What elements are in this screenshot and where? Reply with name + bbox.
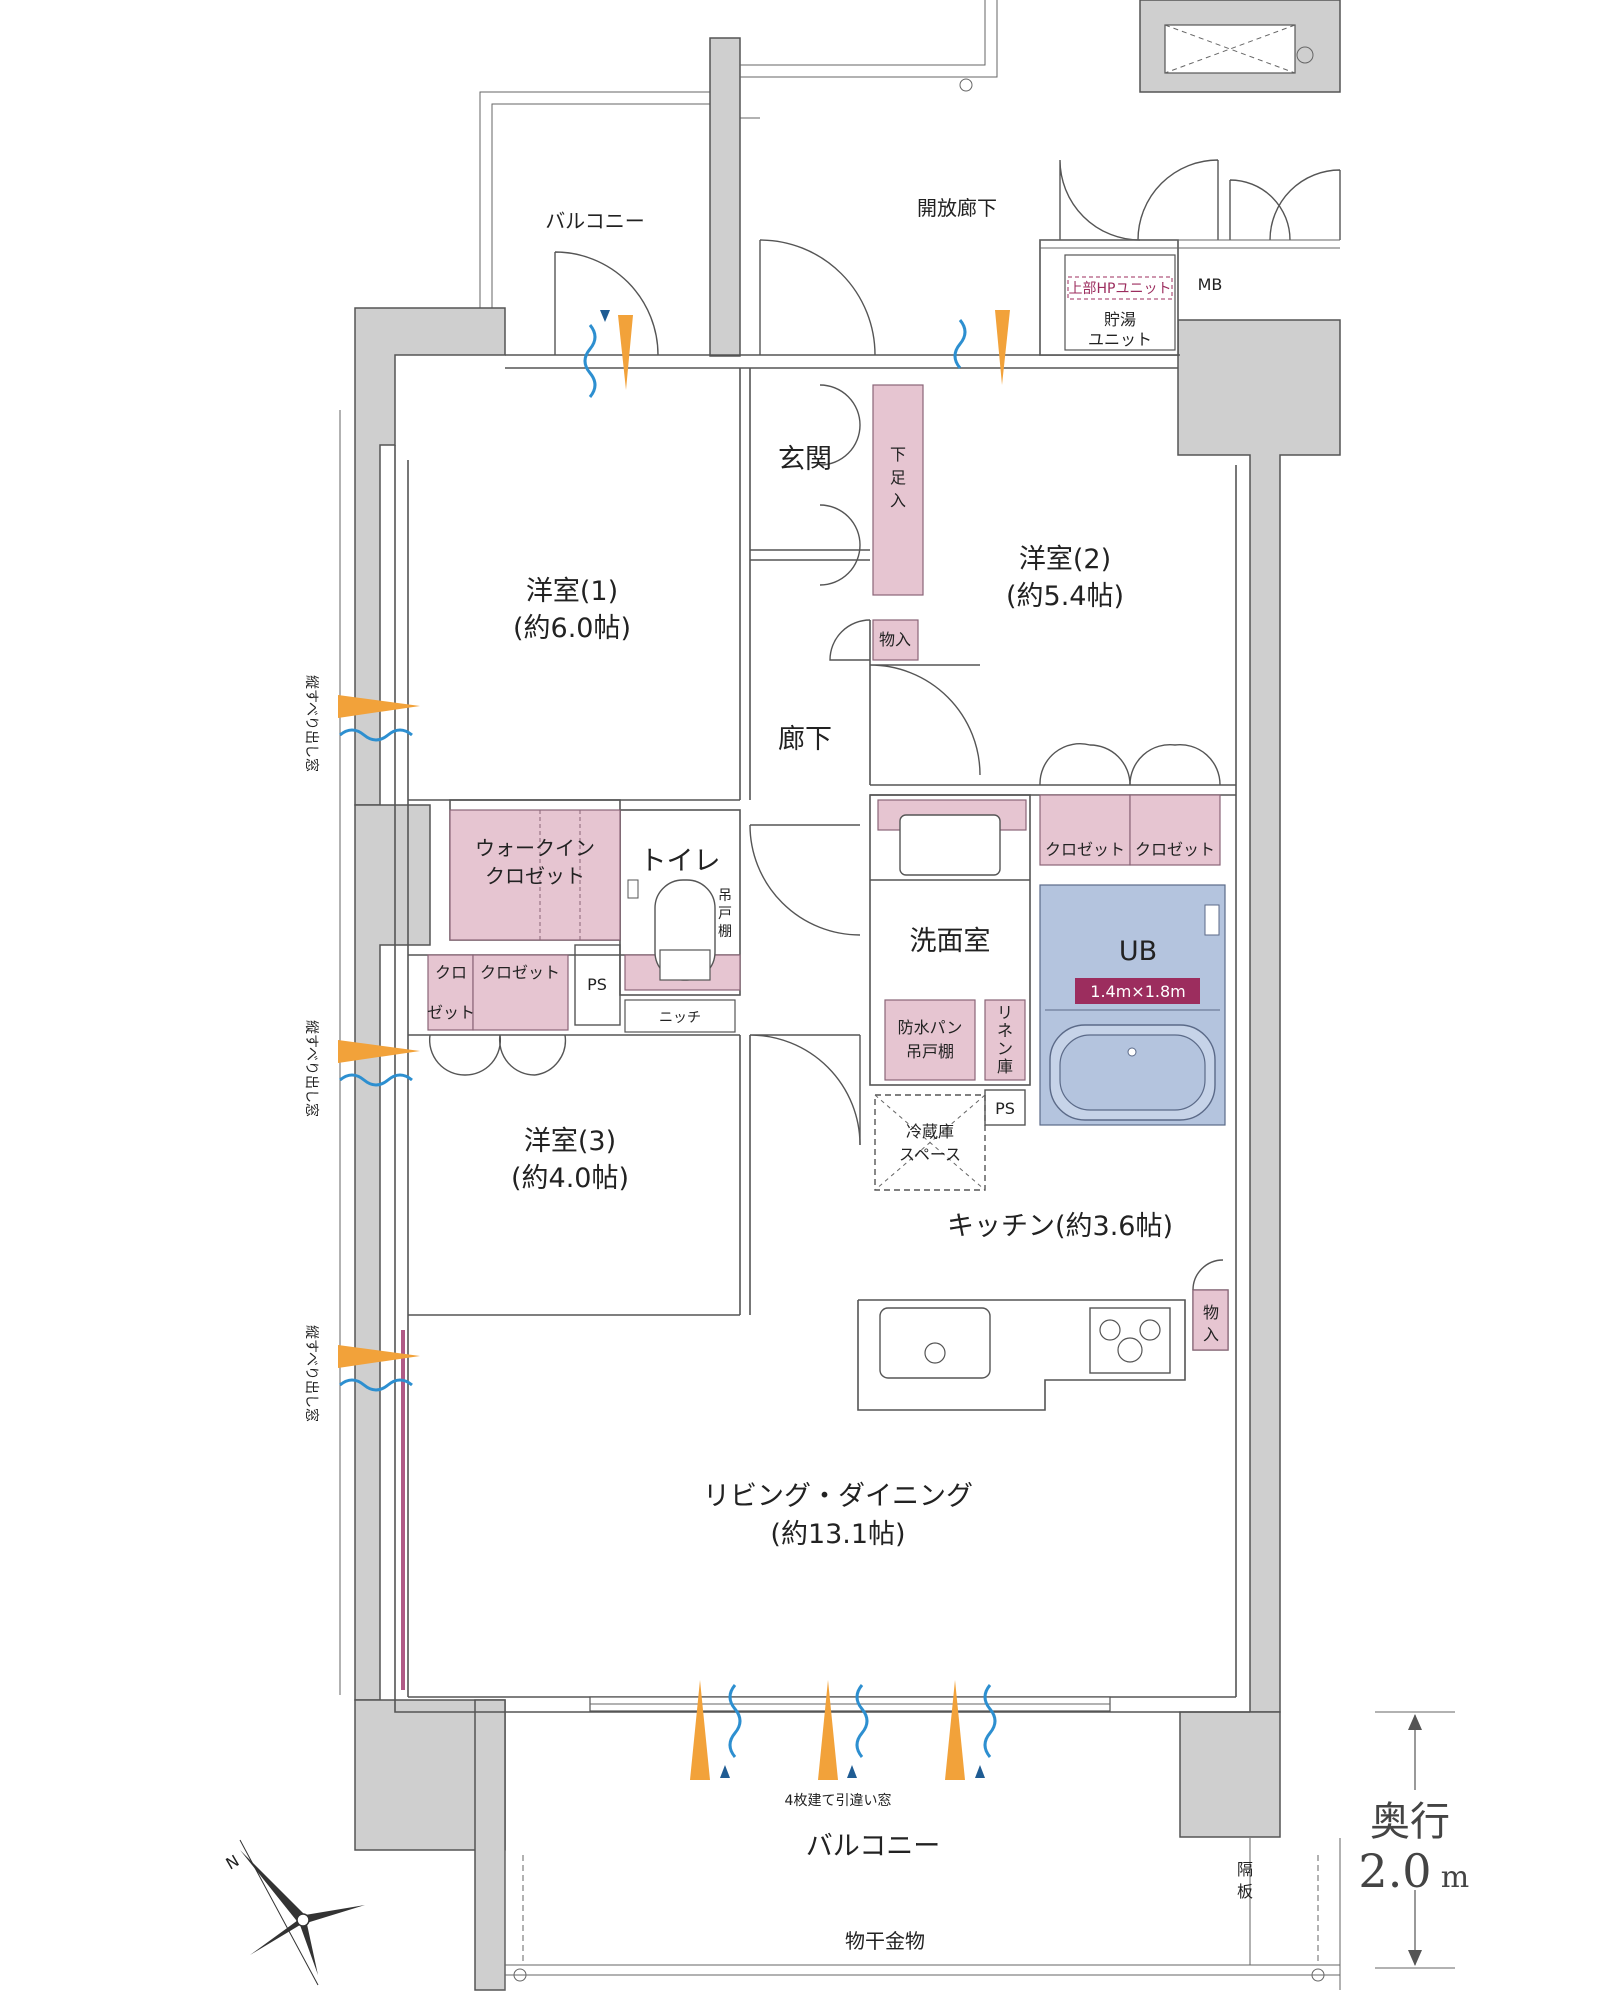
label-wic-1: ウォークイン: [475, 836, 595, 860]
label-room1-name: 洋室(1): [526, 576, 618, 607]
label-balcony-top: バルコニー: [545, 209, 645, 233]
label-storage-entry: 物入: [879, 630, 911, 649]
label-wic-2: クロゼット: [485, 864, 585, 888]
label-sliding-window: 4枚建て引違い窓: [785, 1792, 892, 1809]
label-waterproof-2: 吊戸棚: [906, 1042, 954, 1061]
mb-units: [1064, 254, 1176, 351]
label-closet-small-1: クロ: [435, 963, 467, 982]
label-washroom: 洗面室: [910, 926, 991, 957]
label-entrance: 玄関: [778, 444, 832, 475]
label-kitchen: キッチン(約3.6帖): [947, 1211, 1173, 1242]
label-drying-hardware: 物干金物: [845, 1929, 925, 1953]
label-linen-3: ン: [997, 1039, 1013, 1058]
depth-value: 2.0: [1358, 1844, 1431, 1898]
label-room2-size: (約5.4帖): [1006, 581, 1124, 612]
label-vertical-window-2: 縦すべり出し窓: [303, 1020, 320, 1117]
depth-label: 奥行: [1370, 1799, 1450, 1845]
label-fridge-1: 冷蔵庫: [906, 1122, 954, 1141]
label-vertical-window-1: 縦すべり出し窓: [303, 675, 320, 772]
label-living-size: (約13.1帖): [770, 1519, 905, 1550]
label-hanging-1: 吊: [718, 888, 732, 904]
room-labels: バルコニー 開放廊下 MB 上部HPユニット 貯湯 ユニット 玄関 下 足 入 …: [223, 196, 1254, 1953]
label-compass-north: N: [223, 1851, 243, 1873]
structural-walls: [339, 0, 1341, 1991]
label-linen-4: 庫: [997, 1057, 1013, 1076]
label-hot-water-1: 貯湯: [1104, 310, 1136, 329]
label-hot-water-2: ユニット: [1088, 330, 1152, 349]
compass-icon: [239, 1839, 365, 1986]
label-room3-size: (約4.0帖): [511, 1163, 629, 1194]
label-toilet: トイレ: [640, 846, 721, 877]
depth-unit: m: [1441, 1860, 1469, 1895]
label-shoe-1: 下: [890, 445, 906, 464]
label-closet-b: クロゼット: [1135, 840, 1215, 859]
label-storage-kitchen-1: 物: [1203, 1303, 1219, 1322]
label-vertical-window-3: 縦すべり出し窓: [303, 1325, 320, 1422]
label-storage-kitchen-2: 入: [1203, 1325, 1219, 1344]
label-open-corridor: 開放廊下: [917, 196, 997, 220]
label-hp-unit: 上部HPユニット: [1069, 281, 1172, 297]
label-closet-a: クロゼット: [1045, 840, 1125, 859]
depth-dimension: [1375, 1711, 1455, 1969]
label-hallway: 廊下: [778, 724, 832, 755]
label-niche: ニッチ: [659, 1010, 701, 1026]
label-ub: UB: [1119, 936, 1157, 967]
label-living-name: リビング・ダイニング: [703, 1481, 973, 1512]
label-fridge-2: スペース: [899, 1145, 961, 1164]
label-shoe-2: 足: [890, 468, 906, 487]
label-closet-small-2: ゼット: [427, 1003, 475, 1022]
label-ub-size: 1.4m×1.8m: [1090, 982, 1185, 1001]
label-balcony-bottom: バルコニー: [806, 1831, 940, 1862]
label-partition-2: 板: [1237, 1882, 1253, 1901]
label-room2-name: 洋室(2): [1019, 544, 1111, 575]
label-room1-size: (約6.0帖): [513, 613, 631, 644]
label-shoe-3: 入: [890, 491, 906, 510]
label-closet-c: クロゼット: [480, 963, 560, 982]
label-linen-2: ネ: [997, 1021, 1013, 1040]
label-hanging-2: 戸: [718, 906, 732, 922]
storage-fills: [427, 384, 1229, 1351]
label-ps-2: PS: [995, 1099, 1015, 1118]
door-swings: [428, 159, 1341, 1291]
label-linen-1: リ: [997, 1003, 1013, 1022]
kitchen-fixtures: [879, 1307, 1171, 1379]
label-waterproof-1: 防水パン: [898, 1018, 963, 1037]
label-hanging-3: 棚: [718, 924, 732, 940]
label-ps-1: PS: [587, 975, 607, 994]
airflow-markers: [338, 310, 1010, 1780]
label-mb: MB: [1198, 275, 1223, 294]
label-partition-1: 隔: [1237, 1860, 1253, 1879]
unit-bath: [1039, 884, 1226, 1126]
label-room3-name: 洋室(3): [524, 1126, 616, 1157]
depth-labels: 奥行 2.0 m: [1358, 1799, 1469, 1898]
